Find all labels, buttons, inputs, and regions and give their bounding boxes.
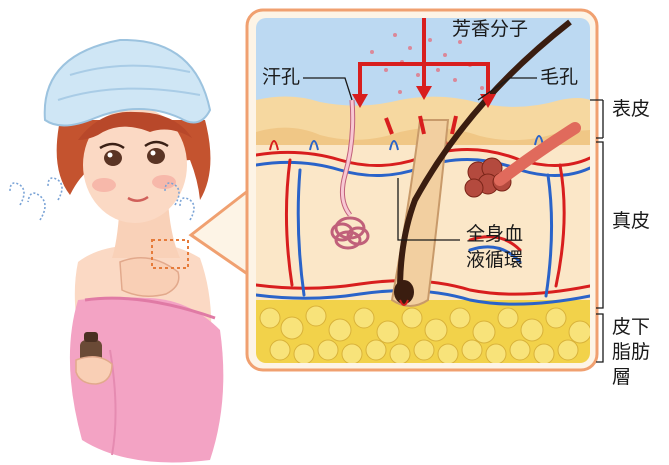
label-hair-pore: 毛孔 bbox=[540, 68, 578, 87]
label-subcutaneous-line3: 層 bbox=[612, 368, 631, 387]
label-aroma-molecules: 芳香分子 bbox=[452, 20, 528, 39]
label-subcutaneous-line1: 皮下 bbox=[612, 318, 650, 337]
label-subcutaneous-line2: 脂肪 bbox=[612, 343, 650, 362]
label-epidermis: 表皮 bbox=[612, 100, 650, 119]
skin-panel bbox=[247, 10, 603, 370]
woman-illustration bbox=[10, 40, 223, 463]
label-dermis: 真皮 bbox=[612, 212, 650, 231]
label-sweat-pore: 汗孔 bbox=[262, 68, 300, 87]
label-circulation-line2: 液循環 bbox=[466, 251, 523, 270]
label-circulation-line1: 全身血 bbox=[466, 225, 523, 244]
